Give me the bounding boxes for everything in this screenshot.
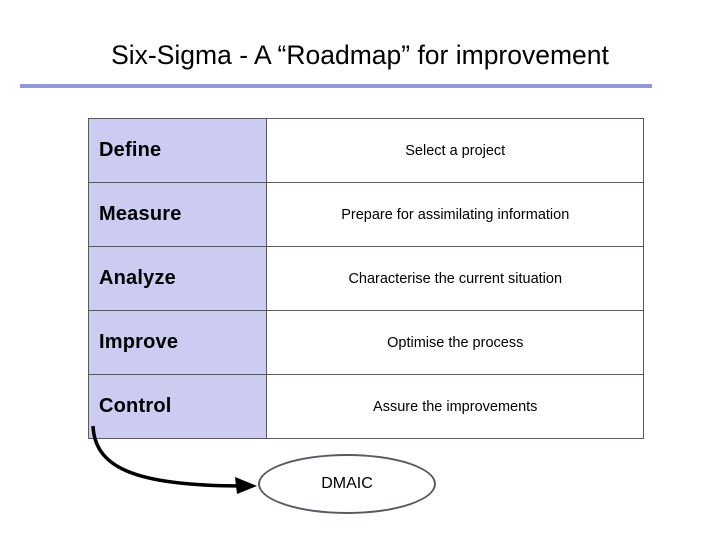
- description-cell-analyze: Characterise the current situation: [266, 246, 644, 311]
- curved-arrow-icon: [91, 425, 257, 494]
- title-underline-rule: [20, 84, 652, 88]
- phase-cell-improve: Improve: [87, 310, 268, 375]
- table-row: Define Select a project: [87, 118, 644, 183]
- table-row: Control Assure the improvements: [87, 374, 644, 439]
- ellipse-shape: [258, 454, 436, 514]
- description-cell-measure: Prepare for assimilating information: [266, 182, 644, 247]
- description-cell-improve: Optimise the process: [266, 310, 644, 375]
- phase-cell-control: Control: [87, 374, 268, 439]
- dmaic-label: DMAIC: [321, 475, 373, 492]
- roadmap-table: Define Select a project Measure Prepare …: [87, 118, 644, 439]
- phase-cell-measure: Measure: [87, 182, 268, 247]
- page-title: Six-Sigma - A “Roadmap” for improvement: [111, 40, 609, 70]
- table-row: Analyze Characterise the current situati…: [87, 246, 644, 311]
- table-row: Improve Optimise the process: [87, 310, 644, 375]
- phase-cell-define: Define: [87, 118, 268, 183]
- table-row: Measure Prepare for assimilating informa…: [87, 182, 644, 247]
- description-cell-define: Select a project: [266, 118, 644, 183]
- roadmap-table-body: Define Select a project Measure Prepare …: [87, 118, 644, 439]
- description-cell-control: Assure the improvements: [266, 374, 644, 439]
- phase-cell-analyze: Analyze: [87, 246, 268, 311]
- dmaic-callout: DMAIC: [258, 454, 438, 516]
